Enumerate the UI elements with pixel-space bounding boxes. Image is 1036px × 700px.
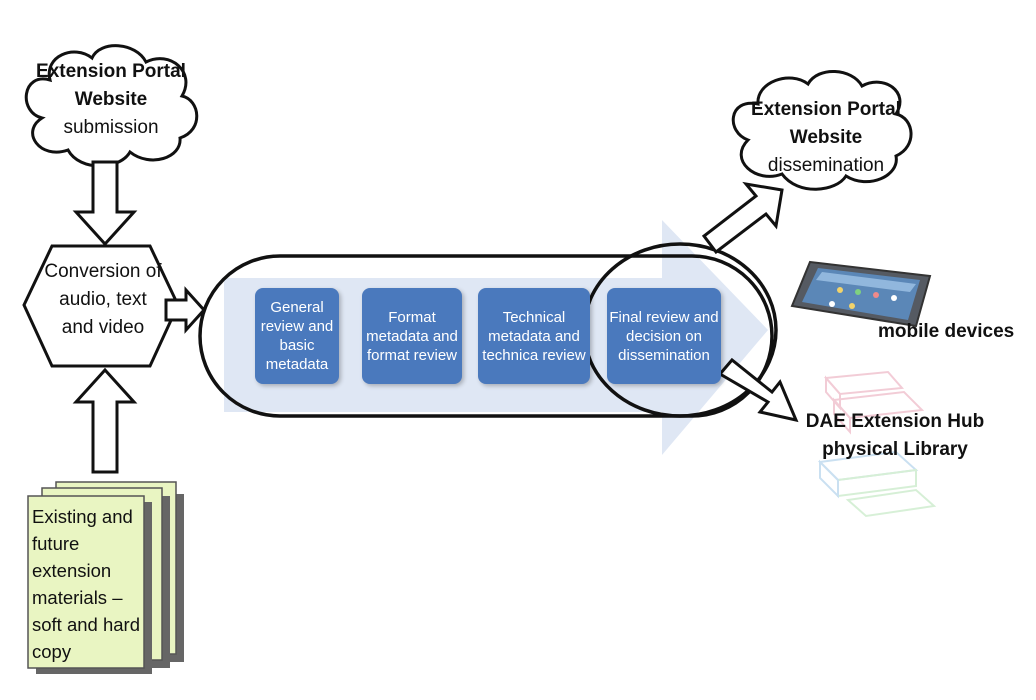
- materials-label: Existing and future extension materials …: [32, 506, 140, 662]
- dissemination-cloud-subtitle: dissemination: [767, 155, 885, 176]
- library-books-icon: [817, 370, 937, 518]
- stage-format-review: Format metadata and format review: [362, 288, 462, 384]
- dissemination-cloud-shape: [731, 70, 913, 191]
- arrow-to-library: [717, 357, 799, 423]
- submission-cloud-title: Extension Portal Website: [36, 61, 186, 110]
- conversion-hexagon-shape: [22, 244, 180, 368]
- mobile-devices-label: mobile devices: [878, 321, 1015, 342]
- dissemination-cloud-title: Extension Portal Website: [751, 99, 901, 148]
- stage-technical-review: Technical metadata and technica review: [478, 288, 590, 384]
- stage-general-review: General review and basic metadata: [255, 288, 339, 384]
- stage-final-review: Final review and decision on disseminati…: [607, 288, 721, 384]
- arrow-conversion-to-process: [164, 286, 207, 334]
- arrow-submission-to-conversion: [72, 160, 138, 247]
- arrow-to-dissemination: [701, 181, 784, 255]
- library-label: DAE Extension Hub physical Library: [805, 411, 985, 460]
- arrow-materials-to-conversion: [72, 367, 138, 474]
- conversion-label: Conversion of audio, text and video: [44, 261, 162, 338]
- dissemination-cloud: Extension Portal Website dissemination: [736, 96, 916, 180]
- process-stadium-outline: [198, 254, 774, 418]
- materials-document-stack: [27, 481, 184, 674]
- tablet-device-icon: [790, 260, 932, 328]
- submission-cloud-shape: [24, 44, 199, 168]
- submission-cloud: Extension Portal Website submission: [22, 58, 200, 142]
- submission-cloud-subtitle: submission: [63, 117, 159, 138]
